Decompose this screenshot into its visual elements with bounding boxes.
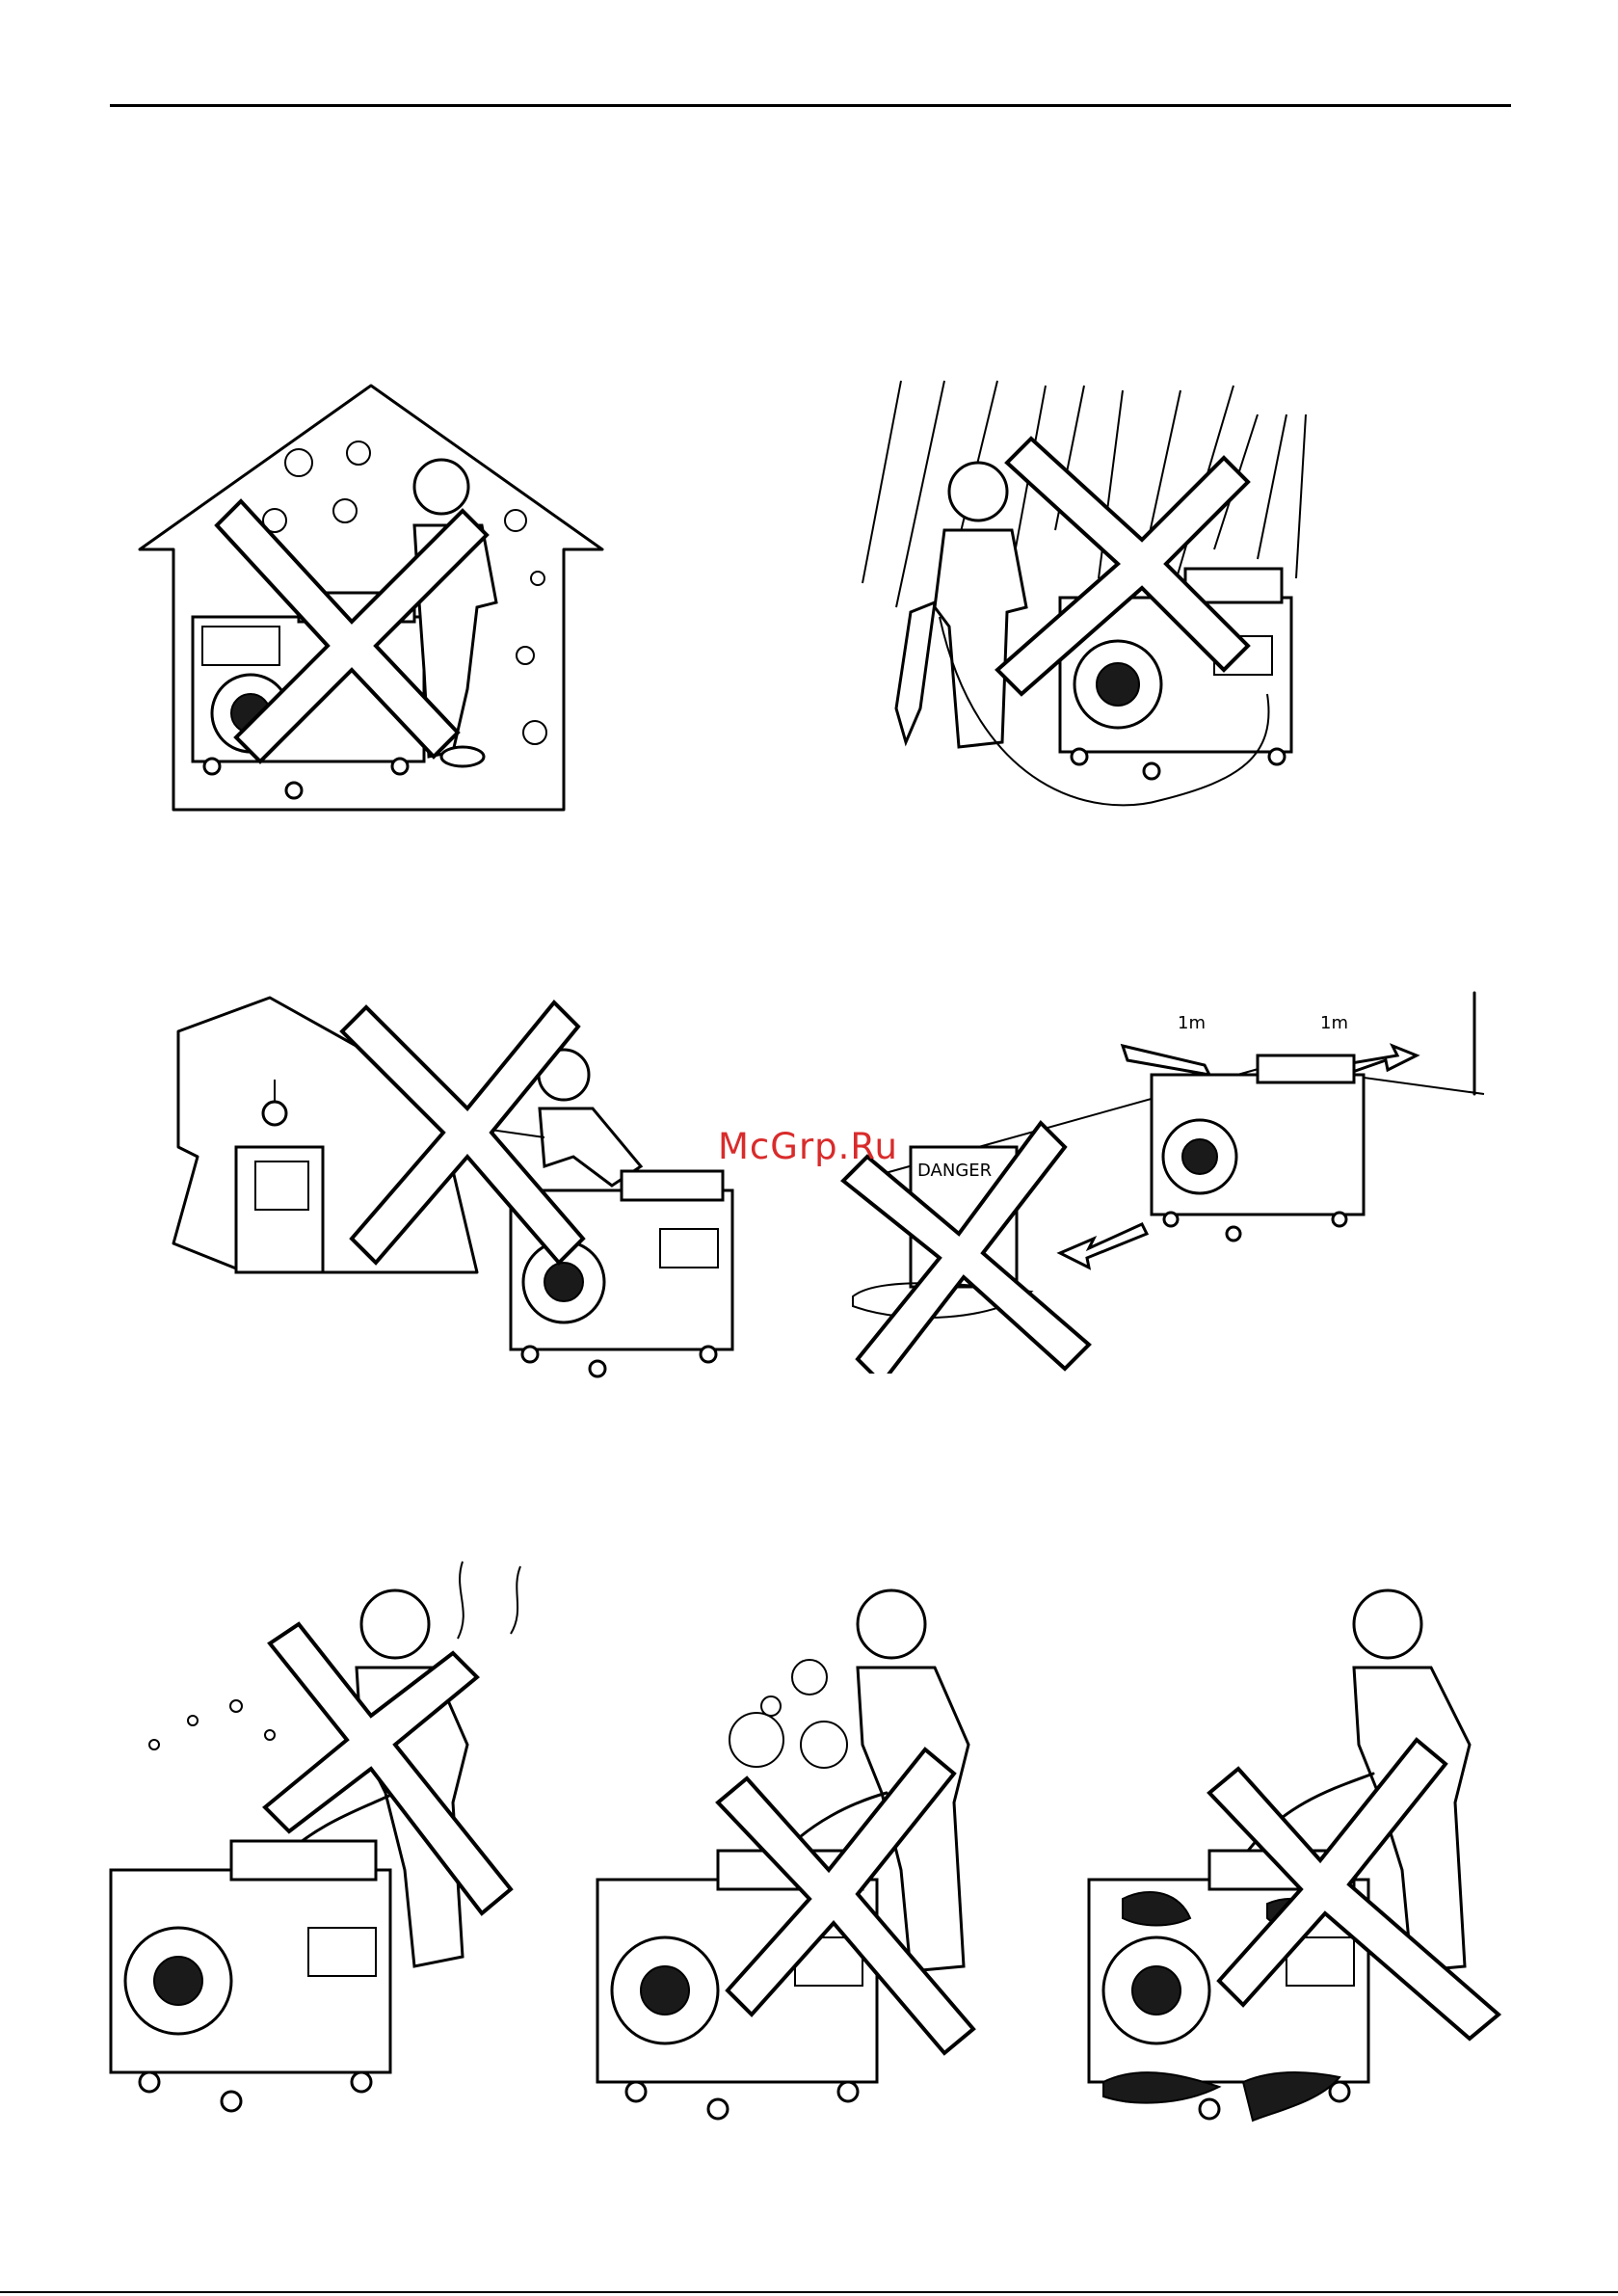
lightbulb-icon (263, 1102, 286, 1125)
exhaust-cloud-icon (729, 1660, 847, 1768)
header-rule (110, 104, 1511, 107)
illustration-rain-operation (853, 376, 1315, 829)
illustration-refuel-running-engine (593, 1562, 1036, 2121)
person-icon (539, 1050, 641, 1186)
distance-label-left: 1m (1178, 1013, 1206, 1033)
smoke-icon (458, 1562, 520, 1639)
danger-sign-label: DANGER (917, 1161, 992, 1181)
generator-icon (111, 1841, 390, 2111)
illustration-house-wiring-connection (159, 983, 747, 1378)
distance-label-right: 1m (1320, 1013, 1348, 1033)
illustration-indoor-exhaust (135, 381, 607, 814)
illustration-fuel-spill (1084, 1562, 1518, 2130)
person-icon (896, 463, 1026, 747)
footer-rule (0, 2291, 1618, 2293)
illustration-clearance-hazard: 1m 1m DANGER (838, 988, 1494, 1374)
direction-arrow-icon (1060, 1224, 1147, 1268)
house-icon (173, 998, 477, 1272)
fuel-drop-icon (149, 1700, 313, 1783)
generator-icon (1152, 1055, 1364, 1241)
watermark-text: McGrp.Ru (718, 1126, 898, 1167)
illustration-refuel-smoking (106, 1552, 540, 2121)
